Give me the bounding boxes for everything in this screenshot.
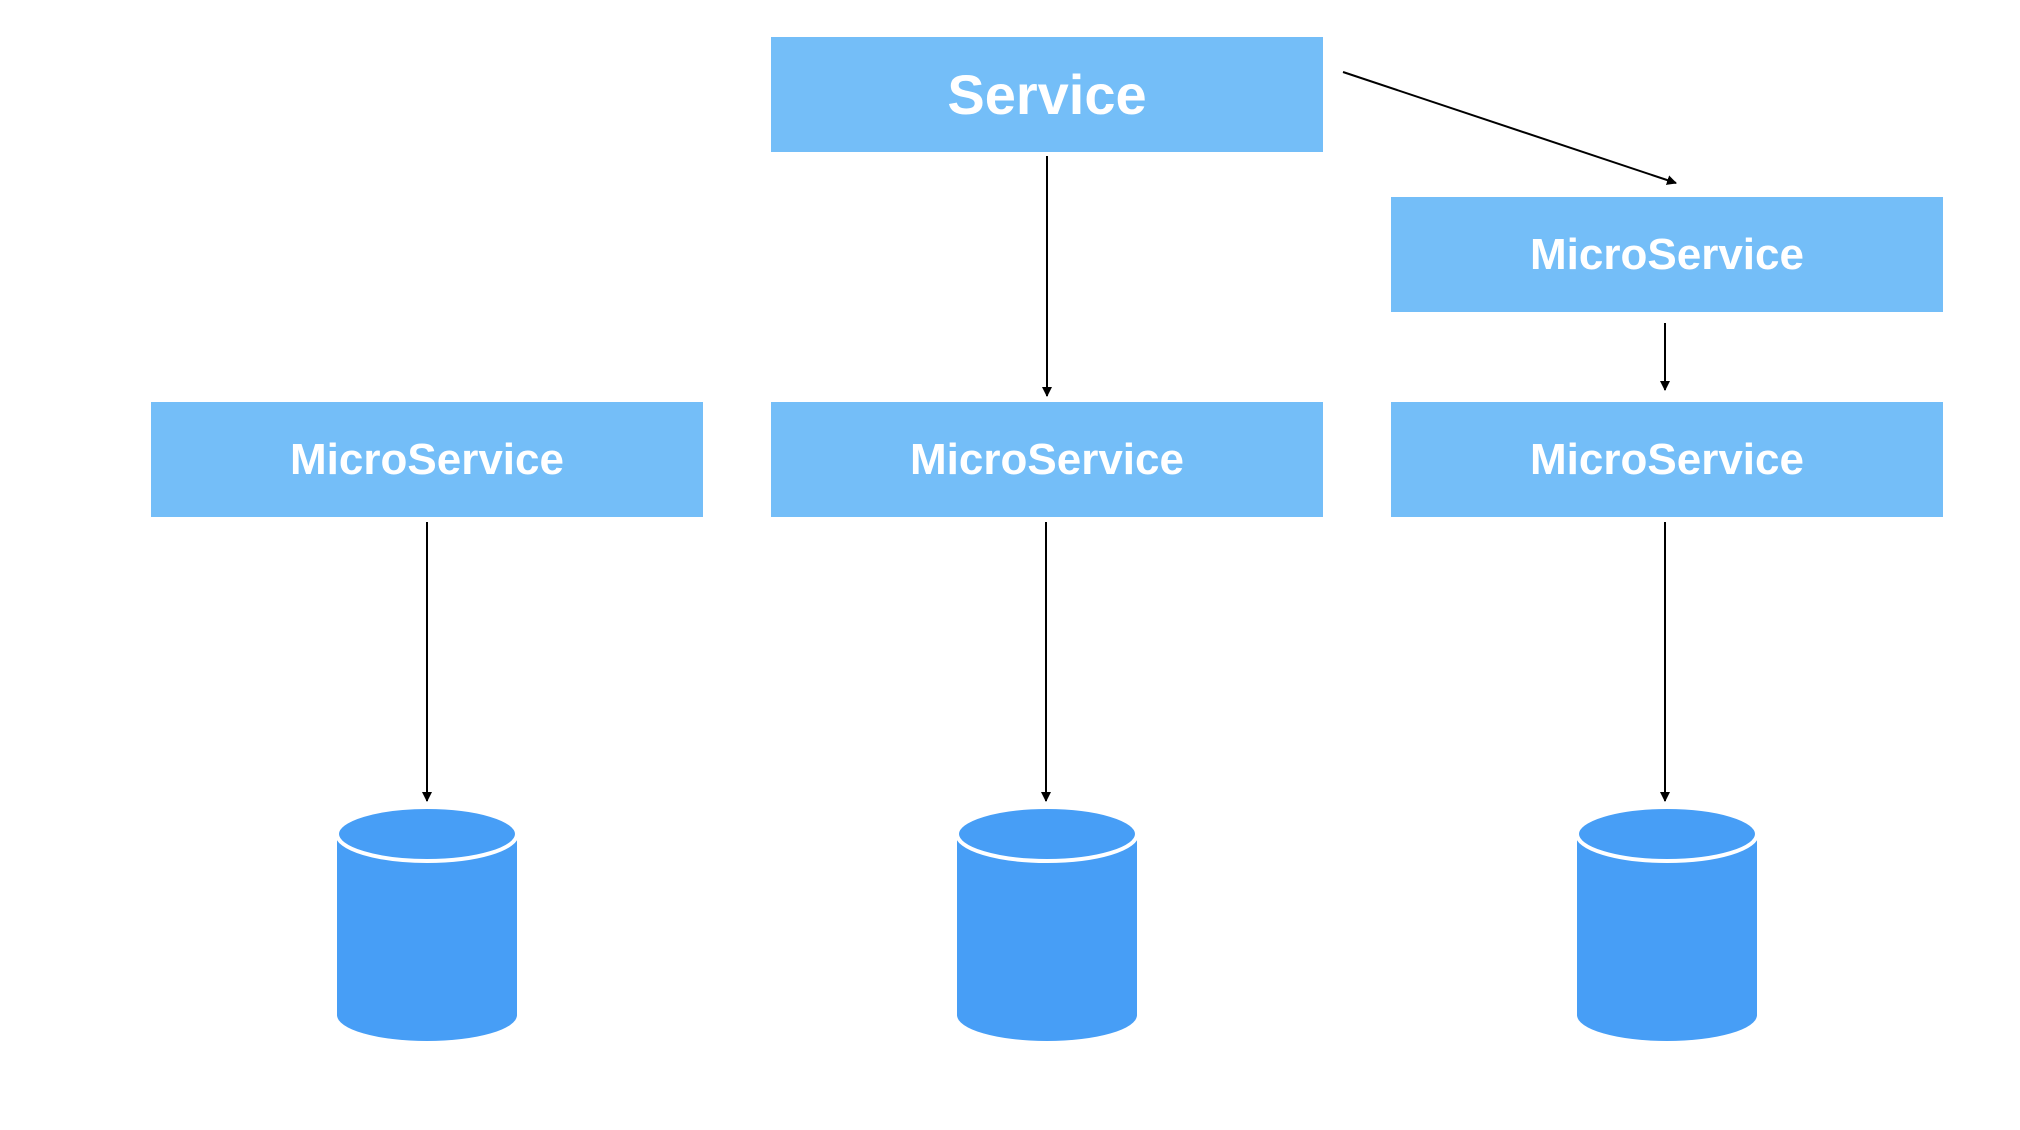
- microservice-label: MicroService: [1530, 434, 1804, 484]
- microservice-box-top-right: MicroService: [1391, 197, 1943, 312]
- edge-service-to-microservice-top-right: [1342, 71, 1677, 185]
- microservice-label: MicroService: [1530, 229, 1804, 279]
- microservice-box-center: MicroService: [771, 402, 1323, 517]
- service-box: Service: [771, 37, 1323, 152]
- microservice-label: MicroService: [290, 434, 564, 484]
- microservice-box-right: MicroService: [1391, 402, 1943, 517]
- microservice-label: MicroService: [910, 434, 1184, 484]
- service-label: Service: [947, 63, 1147, 126]
- microservice-box-left: MicroService: [151, 402, 703, 517]
- database-icon: [1575, 805, 1759, 1041]
- database-icon: [955, 805, 1139, 1041]
- database-icon: [335, 805, 519, 1041]
